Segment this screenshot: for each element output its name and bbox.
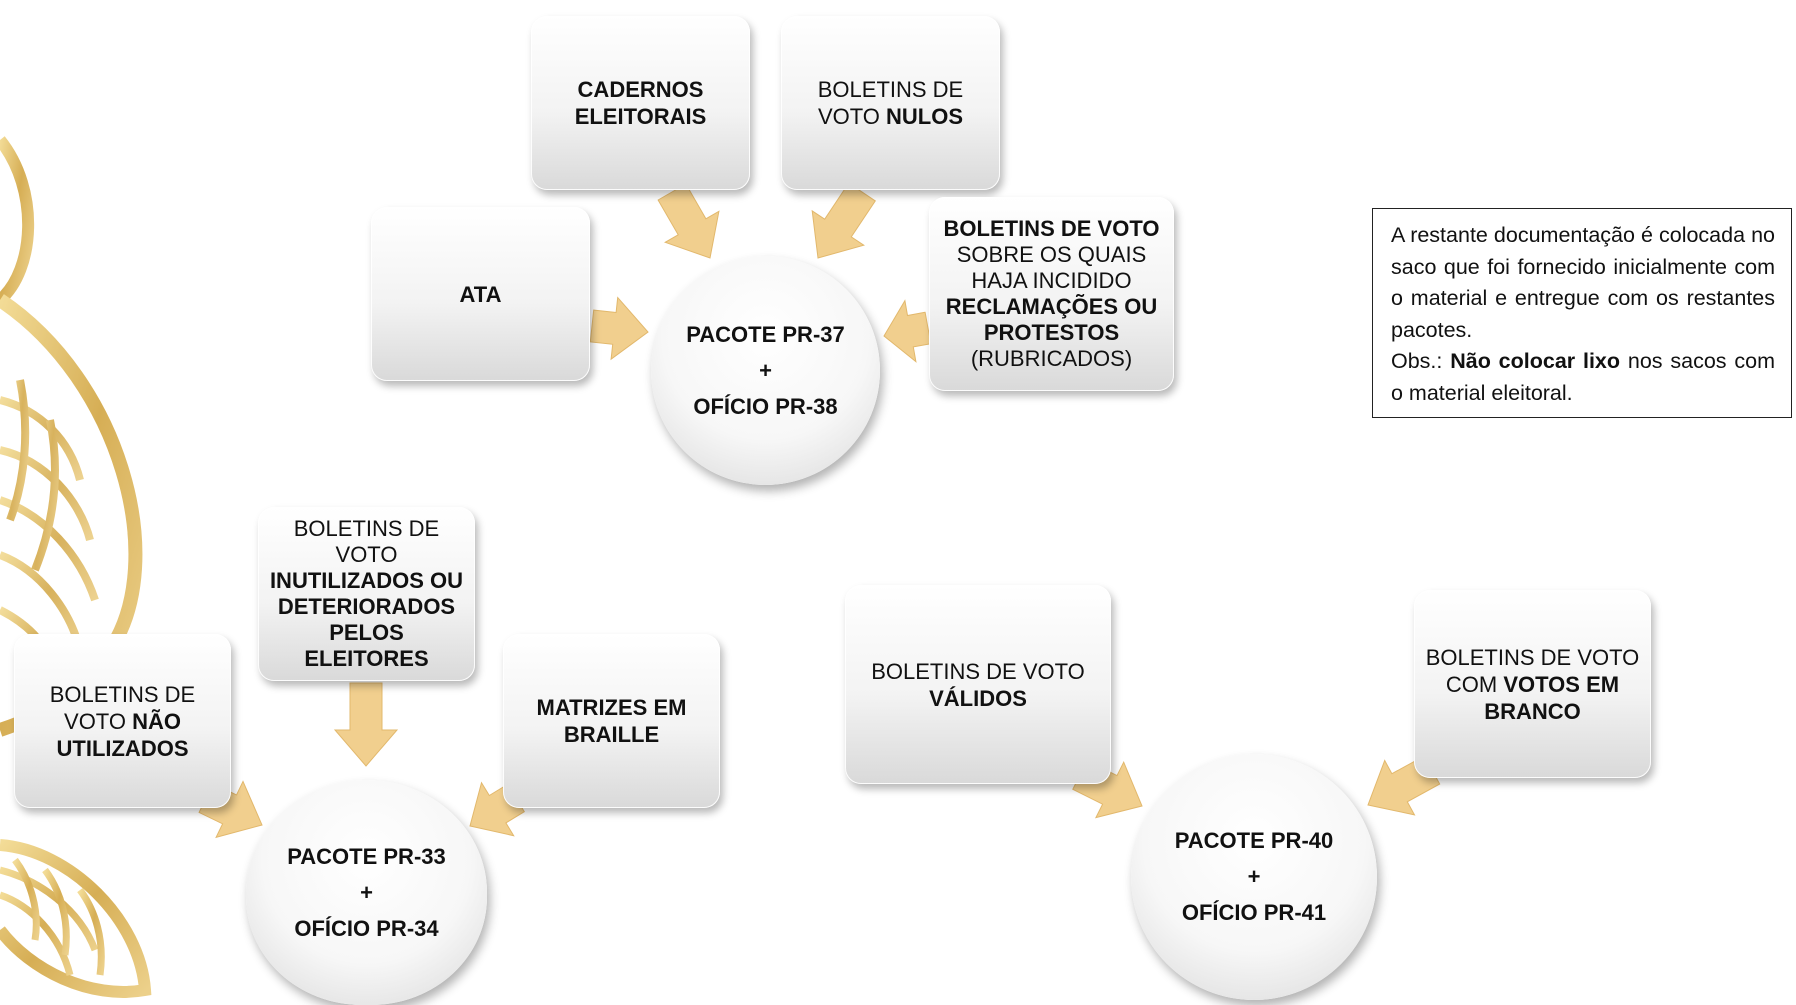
label-bold: NÃO UTILIZADOS: [56, 708, 189, 761]
obs-label: Obs.:: [1391, 349, 1451, 373]
label-bold: VÁLIDOS: [929, 685, 1027, 711]
label-bold: BOLETINS DE VOTO: [943, 216, 1160, 241]
package-pr40-circle: PACOTE PR-40 + OFÍCIO PR-41: [1131, 754, 1377, 1000]
package-label: PACOTE PR-37: [686, 321, 845, 347]
package-pr37-circle: PACOTE PR-37 + OFÍCIO PR-38: [651, 256, 880, 485]
arrow-cadernos-icon: [657, 183, 720, 259]
node-label: BOLETINS DE VOTO NULOS: [791, 76, 990, 130]
arrow-inutilizados-icon: [333, 682, 399, 767]
label-bold: RECLAMAÇÕES OU PROTESTOS: [945, 294, 1158, 345]
label-normal: SOBRE OS QUAIS HAJA INCIDIDO: [956, 242, 1147, 293]
package-label: PACOTE PR-33: [287, 843, 446, 869]
label-normal: BOLETINS DE VOTO COM: [1425, 644, 1640, 697]
node-boletins-nao-utilizados: BOLETINS DE VOTO NÃO UTILIZADOS: [14, 634, 231, 808]
node-label: MATRIZES EM BRAILLE: [536, 695, 687, 747]
obs-rest: nos sacos com o material eleitoral.: [1391, 349, 1775, 405]
node-label: CADERNOS ELEITORAIS: [574, 77, 707, 129]
obs-bold: Não colocar lixo: [1450, 349, 1621, 373]
note-text: A restante documentação é colocada no sa…: [1391, 223, 1775, 342]
node-ata: ATA: [371, 207, 590, 381]
oficio-label: OFÍCIO PR-34: [294, 915, 439, 941]
node-label: BOLETINS DE VOTO VÁLIDOS: [855, 658, 1101, 712]
node-matrizes-braille: MATRIZES EM BRAILLE: [503, 634, 720, 808]
label-normal: BOLETINS DE VOTO: [871, 658, 1085, 684]
node-cadernos-eleitorais: CADERNOS ELEITORAIS: [531, 16, 750, 190]
label-bold: NULOS: [886, 104, 964, 129]
node-reclamacoes: BOLETINS DE VOTO SOBRE OS QUAIS HAJA INC…: [929, 197, 1174, 391]
arrow-ata-icon: [589, 296, 649, 361]
package-pr33-circle: PACOTE PR-33 + OFÍCIO PR-34: [246, 780, 487, 1005]
label-normal: BOLETINS DE VOTO: [49, 681, 196, 734]
gold-leaf-decoration: [0, 136, 152, 998]
label-bold: VOTOS EM BRANCO: [1484, 671, 1620, 724]
node-label: ATA: [459, 281, 502, 307]
instructions-note: A restante documentação é colocada no sa…: [1372, 208, 1792, 418]
package-label: PACOTE PR-40: [1174, 828, 1334, 853]
node-boletins-brancos: BOLETINS DE VOTO COM VOTOS EM BRANCO: [1414, 590, 1651, 778]
node-label: BOLETINS DE VOTO SOBRE OS QUAIS HAJA INC…: [939, 216, 1164, 372]
node-label: BOLETINS DE VOTO INUTILIZADOS OU DETERIO…: [266, 516, 467, 672]
node-label: BOLETINS DE VOTO NÃO UTILIZADOS: [24, 681, 221, 762]
oficio-label: OFÍCIO PR-38: [693, 393, 838, 419]
plus-sign: +: [759, 357, 772, 383]
label-bold: INUTILIZADOS OU DETERIORADOS PELOS ELEIT…: [269, 568, 464, 671]
label-normal: BOLETINS DE VOTO: [293, 516, 440, 567]
node-boletins-inutilizados: BOLETINS DE VOTO INUTILIZADOS OU DETERIO…: [258, 507, 475, 681]
note-obs: Obs.: Não colocar lixo nos sacos com o m…: [1391, 346, 1775, 409]
label-normal: (RUBRICADOS): [970, 346, 1133, 371]
node-label: BOLETINS DE VOTO COM VOTOS EM BRANCO: [1424, 644, 1641, 725]
node-boletins-nulos: BOLETINS DE VOTO NULOS: [781, 16, 1000, 190]
plus-sign: +: [360, 879, 373, 905]
arrow-nulos-icon: [811, 182, 876, 259]
arrow-reclamacoes-icon: [883, 299, 932, 363]
node-boletins-validos: BOLETINS DE VOTO VÁLIDOS: [845, 585, 1111, 784]
plus-sign: +: [1247, 864, 1261, 889]
oficio-label: OFÍCIO PR-41: [1181, 900, 1327, 925]
label-normal: BOLETINS DE VOTO: [817, 77, 964, 129]
